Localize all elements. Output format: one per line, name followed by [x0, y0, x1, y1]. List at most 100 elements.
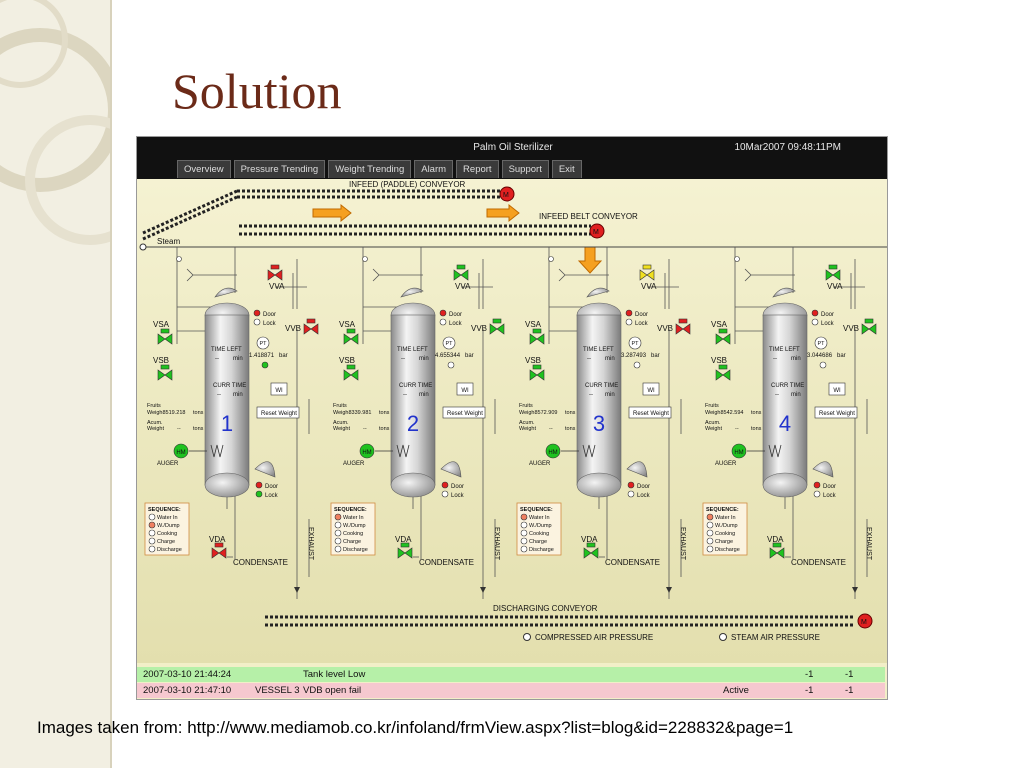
- vva-valve[interactable]: [267, 264, 283, 281]
- tab-pressure-trending[interactable]: Pressure Trending: [233, 160, 326, 178]
- sequence-step-indicator: [520, 521, 528, 529]
- sequence-step-label: Cooking: [715, 531, 735, 537]
- door-status-indicator: [439, 309, 447, 317]
- reset-weight-label: Reset Weight: [633, 411, 669, 417]
- vessel-number: 2: [407, 411, 419, 436]
- sequence-title: SEQUENCE:: [334, 507, 367, 513]
- sequence-step-indicator: [706, 545, 714, 553]
- hm-label: HM: [176, 450, 185, 456]
- discharge-hatch-icon: [626, 461, 648, 478]
- hm-motor-icon[interactable]: [731, 443, 747, 459]
- discharge-hatch-icon: [254, 461, 276, 478]
- sequence-step-indicator: [706, 513, 714, 521]
- wi-label: WI: [461, 388, 469, 394]
- alarm-row[interactable]: 2007-03-10 21:44:24 Tank level Low -1 -1: [137, 667, 885, 682]
- vsa-label: VSA: [525, 320, 542, 329]
- sequence-step-indicator: [334, 545, 342, 553]
- vda-valve[interactable]: [583, 542, 599, 559]
- vva-valve[interactable]: [639, 264, 655, 281]
- reset-weight-button[interactable]: Reset Weight: [628, 406, 672, 419]
- vda-valve[interactable]: [769, 542, 785, 559]
- acum-weight-unit: tons: [193, 426, 204, 432]
- vda-valve[interactable]: [211, 542, 227, 559]
- vessel-pressure-value: 3.287493: [621, 353, 647, 359]
- hm-label: HM: [734, 450, 743, 456]
- door-label: Door: [637, 484, 650, 490]
- vsb-valve[interactable]: [715, 364, 731, 381]
- vvb-valve[interactable]: [303, 318, 319, 335]
- hm-motor-icon[interactable]: [545, 443, 561, 459]
- sequence-step-indicator: [706, 521, 714, 529]
- alarm-value-1: -1: [805, 669, 814, 680]
- vva-valve[interactable]: [453, 264, 469, 281]
- vvb-valve[interactable]: [489, 318, 505, 335]
- vsa-valve[interactable]: [715, 328, 731, 345]
- slide-title: Solution: [172, 63, 342, 119]
- vsa-valve[interactable]: [157, 328, 173, 345]
- lock-status-indicator: [253, 318, 261, 326]
- motor-infeed-paddle[interactable]: M: [499, 186, 515, 202]
- decorative-arcs: [0, 0, 112, 245]
- vsb-valve[interactable]: [529, 364, 545, 381]
- pt-label: PT: [817, 341, 825, 347]
- tab-support[interactable]: Support: [501, 160, 549, 178]
- hm-label: HM: [548, 450, 557, 456]
- pt-label: PT: [259, 341, 267, 347]
- sterilizer-vessel[interactable]: [576, 302, 622, 509]
- sequence-panel: SEQUENCE:Water InW./DumpCookingChargeDis…: [144, 502, 190, 556]
- tab-report[interactable]: Report: [456, 160, 499, 178]
- alarm-row[interactable]: 2007-03-10 21:47:10 VESSEL 3 VDB open fa…: [137, 683, 885, 698]
- vsa-valve[interactable]: [343, 328, 359, 345]
- vvb-valve[interactable]: [861, 318, 877, 335]
- sequence-step-label: W./Dump: [529, 523, 552, 529]
- infeed-hatch-icon: [586, 287, 610, 298]
- door-status-indicator: [627, 481, 635, 489]
- vda-valve[interactable]: [397, 542, 413, 559]
- reset-weight-label: Reset Weight: [261, 411, 297, 417]
- lock-label: Lock: [821, 321, 835, 327]
- vsa-label: VSA: [711, 320, 728, 329]
- vsb-valve[interactable]: [343, 364, 359, 381]
- curr-time-label: CURR TIME: [585, 383, 618, 389]
- reset-weight-button[interactable]: Reset Weight: [442, 406, 486, 419]
- tab-weight-trending[interactable]: Weight Trending: [328, 160, 412, 178]
- motor-label: M: [861, 619, 867, 626]
- tab-overview[interactable]: Overview: [177, 160, 231, 178]
- hm-motor-icon[interactable]: [359, 443, 375, 459]
- vva-valve[interactable]: [825, 264, 841, 281]
- tab-exit[interactable]: Exit: [551, 160, 582, 178]
- sequence-step-label: Charge: [157, 539, 175, 545]
- alarm-timestamp: 2007-03-10 21:44:24: [143, 669, 232, 680]
- vsb-label: VSB: [711, 356, 727, 365]
- curr-time-value: --: [217, 392, 221, 398]
- motor-discharging[interactable]: M: [857, 613, 873, 629]
- sequence-step-label: W./Dump: [715, 523, 738, 529]
- hm-motor-icon[interactable]: [173, 443, 189, 459]
- sterilizer-vessel[interactable]: [204, 302, 250, 509]
- lock-label: Lock: [265, 493, 279, 499]
- sterilizer-vessel[interactable]: [762, 302, 808, 509]
- reset-weight-button[interactable]: Reset Weight: [814, 406, 858, 419]
- condensate-label: CONDENSATE: [419, 558, 474, 567]
- sequence-step-label: Discharge: [715, 547, 740, 553]
- steam-label: Steam: [157, 237, 180, 246]
- lock-label: Lock: [451, 493, 465, 499]
- vessel-number: 1: [221, 411, 233, 436]
- sterilizer-vessel[interactable]: [390, 302, 436, 509]
- vva-label: VVA: [827, 282, 843, 291]
- reset-weight-label: Reset Weight: [819, 411, 855, 417]
- vvb-valve[interactable]: [675, 318, 691, 335]
- curr-time-value: --: [403, 392, 407, 398]
- acum-label: Acum.: [705, 420, 721, 426]
- infeed-hatch-icon: [400, 287, 424, 298]
- compressed-air-indicator: COMPRESSED AIR PRESSURE: [523, 633, 653, 642]
- reset-weight-button[interactable]: Reset Weight: [256, 406, 300, 419]
- tab-alarm[interactable]: Alarm: [414, 160, 454, 178]
- sequence-title: SEQUENCE:: [520, 507, 553, 513]
- vsb-valve[interactable]: [157, 364, 173, 381]
- lock-label: Lock: [823, 493, 837, 499]
- vsa-valve[interactable]: [529, 328, 545, 345]
- motor-infeed-belt[interactable]: M: [589, 223, 605, 239]
